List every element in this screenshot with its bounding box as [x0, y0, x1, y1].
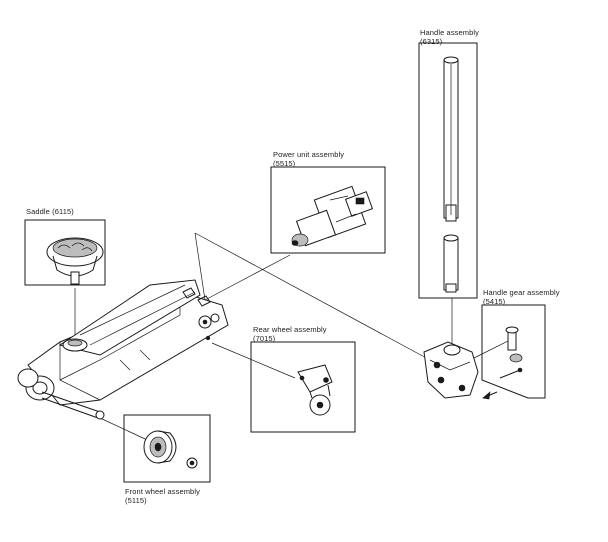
saddle-label: Saddle (6115): [26, 207, 74, 216]
handle-gear-label: Handle gear assembly (5415): [483, 288, 560, 306]
rear-wheel-box: [250, 341, 356, 433]
front-wheel-part: [143, 430, 198, 469]
power-unit-leader: [204, 254, 291, 301]
handle-gear-name: Handle gear assembly: [483, 288, 560, 297]
saddle-code: (6115): [52, 207, 74, 216]
front-wheel-code: (5115): [125, 496, 147, 505]
handle-label: Handle assembly (6315): [420, 28, 479, 46]
handle-part: [443, 56, 459, 293]
rear-wheel-label: Rear wheel assembly (7015): [253, 325, 327, 343]
axis-line-top: [194, 232, 431, 361]
gear-leader: [469, 339, 511, 361]
front-wheel-box: [123, 414, 211, 483]
front-wheel-name: Front wheel assembly: [125, 487, 200, 496]
power-unit-box: [270, 166, 386, 254]
rear-wheel-part: [297, 364, 333, 416]
front-wheel-label: Front wheel assembly (5115): [125, 487, 200, 505]
handle-gear-code: (5415): [483, 297, 506, 306]
rear-wheel-leader: [211, 342, 296, 379]
rear-wheel-name: Rear wheel assembly: [253, 325, 327, 334]
saddle-name: Saddle: [26, 207, 50, 216]
power-unit-code: (5515): [273, 159, 296, 168]
saddle-part: [46, 237, 104, 285]
handle-gear-part: [423, 326, 523, 400]
rear-wheel-code: (7015): [253, 334, 276, 343]
handle-gear-box: [481, 304, 546, 399]
axis-line-left: [194, 232, 206, 301]
saddle-box: [24, 219, 106, 286]
handle-name: Handle assembly: [420, 28, 480, 37]
handle-code: (6315): [420, 37, 443, 46]
handle-box: [418, 42, 478, 299]
jack-body: [17, 279, 229, 420]
power-unit-part: [291, 185, 374, 247]
power-unit-name: Power unit assembly: [273, 150, 345, 159]
power-unit-label: Power unit assembly (5515): [273, 150, 344, 168]
